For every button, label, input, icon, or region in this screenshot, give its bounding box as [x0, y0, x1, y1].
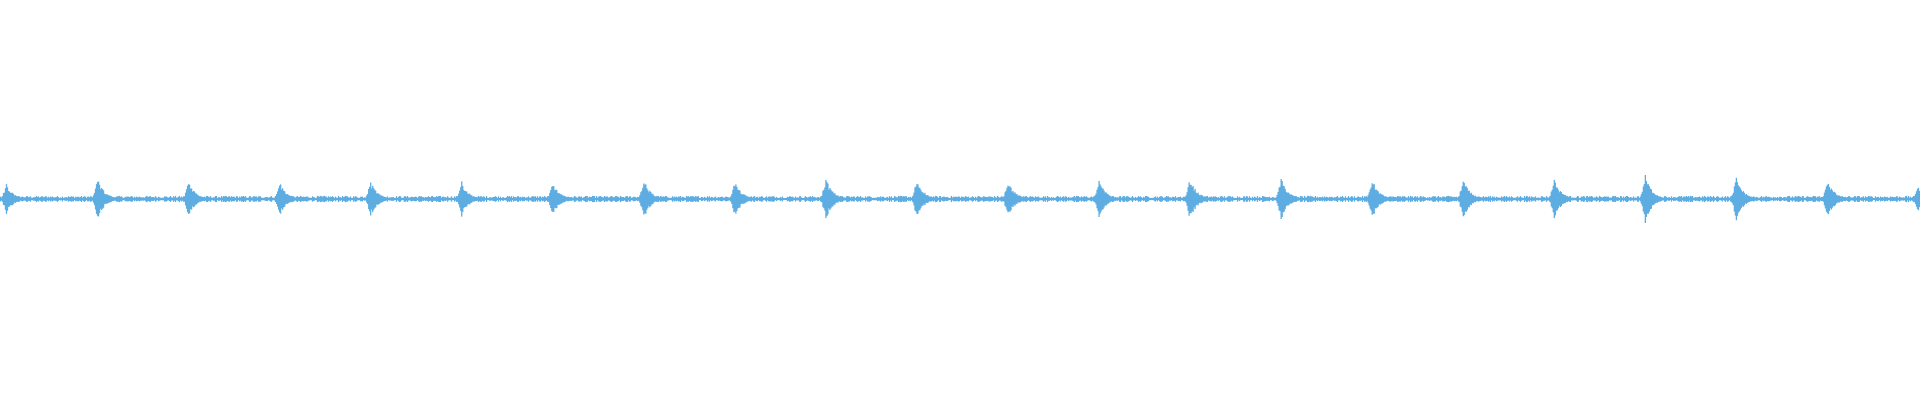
waveform-burst [1640, 175, 1667, 223]
waveform-burst [366, 182, 391, 216]
waveform-burst [1913, 187, 1920, 211]
waveform-burst [457, 181, 481, 217]
waveform-burst [1731, 177, 1758, 221]
waveform-burst [274, 184, 298, 214]
waveform-burst [1094, 181, 1119, 217]
waveform-burst [639, 183, 664, 215]
waveform-burst [1822, 183, 1848, 215]
waveform-burst [730, 184, 755, 214]
waveform-burst [1458, 181, 1484, 217]
waveform-burst [1549, 179, 1574, 219]
waveform-burst [92, 181, 118, 217]
waveform-burst [1003, 185, 1029, 213]
waveform-burst [912, 184, 938, 214]
waveform-burst [548, 186, 573, 212]
waveform-burst [1185, 182, 1211, 216]
waveform-burst [1276, 179, 1303, 219]
waveform-burst [821, 179, 846, 219]
waveform-burst [1, 184, 24, 214]
waveform-marks [0, 175, 1920, 223]
waveform-burst [1367, 183, 1393, 215]
waveform-burst [183, 184, 208, 214]
